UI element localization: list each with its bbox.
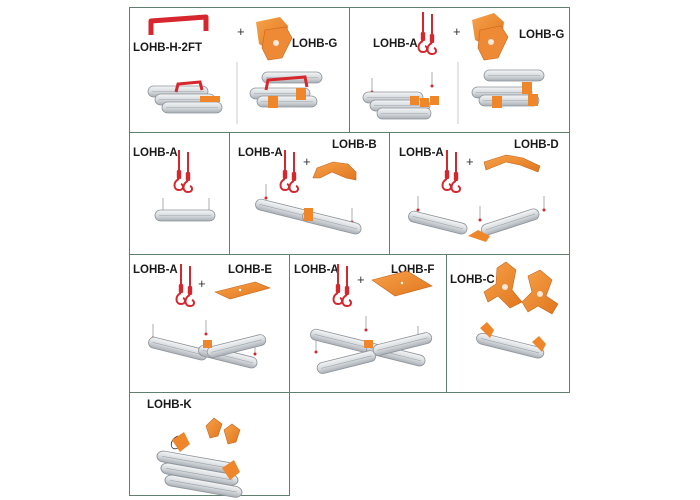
fixture-group	[146, 319, 268, 370]
hook-pair-icon	[443, 150, 461, 192]
label-lohb-a: LOHB-A	[399, 147, 444, 159]
fixture-group	[406, 195, 546, 242]
fixture-group	[253, 183, 363, 236]
label-lohb-k: LOHB-K	[147, 399, 192, 411]
fixture-group	[249, 71, 323, 108]
fixture-group	[474, 322, 546, 360]
label-lohb-g: LOHB-G	[292, 38, 338, 50]
hook-pair-icon	[281, 150, 299, 192]
lohb-c-clamp-icon	[483, 261, 559, 315]
lohb-d-bracket-icon	[483, 154, 541, 173]
hook-pair-icon	[175, 150, 193, 192]
lohb-b-bracket-icon	[312, 161, 357, 181]
fixture-group	[362, 71, 439, 120]
label-lohb-d: LOHB-D	[514, 139, 559, 151]
lohb-f-plate-icon	[371, 270, 433, 297]
label-lohb-a: LOHB-A	[133, 147, 178, 159]
plus-sign: +	[357, 272, 365, 287]
plus-sign: +	[237, 24, 245, 39]
plus-sign: +	[466, 154, 474, 169]
panel-a-f	[289, 254, 447, 393]
label-lohb-h-2ft: LOHB-H-2FT	[133, 42, 202, 54]
lohb-g-bracket-icon	[472, 13, 509, 61]
fixture-group	[308, 315, 434, 376]
lohb-e-plate-icon	[214, 281, 271, 300]
lohb-g-bracket-icon	[256, 17, 293, 61]
panel-a-b	[229, 132, 390, 255]
label-lohb-b: LOHB-B	[332, 139, 377, 151]
hook-pair-icon	[334, 264, 352, 306]
fixture-group	[154, 197, 216, 222]
label-lohb-e: LOHB-E	[228, 264, 273, 276]
plus-sign: +	[453, 24, 461, 39]
label-lohb-a: LOHB-A	[294, 264, 339, 276]
label-lohb-a: LOHB-A	[133, 264, 178, 276]
label-lohb-g: LOHB-G	[519, 29, 565, 41]
fixture-group	[155, 432, 244, 499]
label-lohb-a: LOHB-A	[373, 38, 418, 50]
fixture-group	[147, 80, 223, 114]
hook-pair-icon	[177, 264, 195, 306]
lohb-k-bracket-icon	[205, 417, 241, 445]
bracket-h-2ft-icon	[148, 14, 209, 35]
plus-sign: +	[198, 276, 206, 291]
label-lohb-c: LOHB-C	[450, 274, 495, 286]
label-lohb-a: LOHB-A	[238, 147, 283, 159]
fixture-group	[471, 69, 545, 108]
hook-pair-icon	[419, 12, 437, 54]
panel-a-e	[129, 254, 290, 393]
plus-sign: +	[303, 154, 311, 169]
